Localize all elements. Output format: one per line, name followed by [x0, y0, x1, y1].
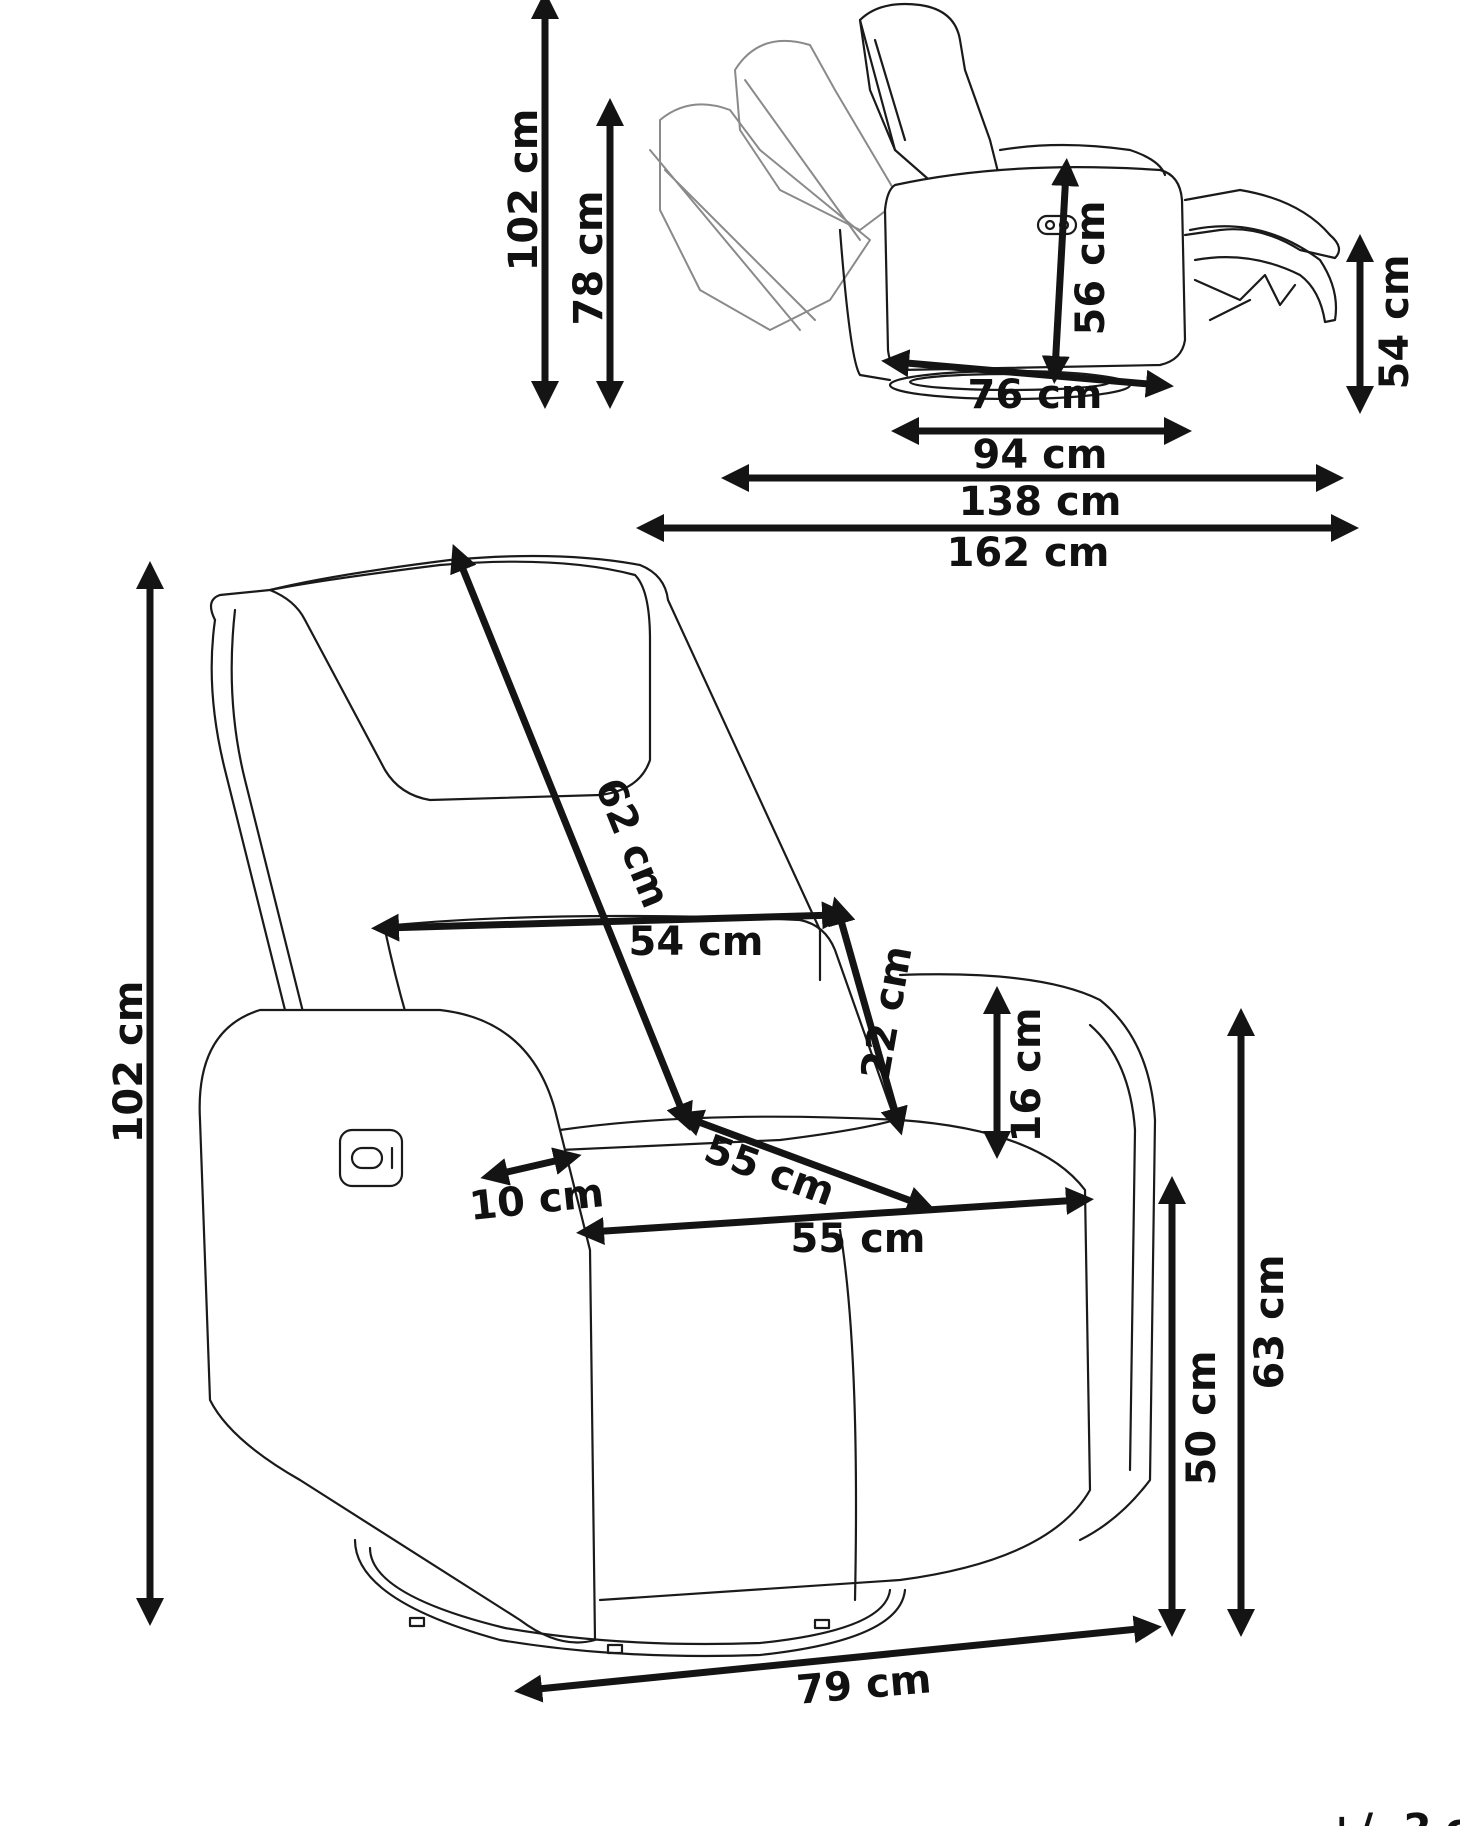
label-front-cushion-width: 54 cm — [629, 919, 764, 965]
label-tolerance-footnote: +/- 2 cm — [1325, 1806, 1460, 1826]
label-side-depth-base: 94 cm — [973, 432, 1108, 478]
label-front-height-total: 102 cm — [106, 981, 152, 1144]
arrow-front-arm-width — [480, 1147, 582, 1186]
label-front-seat-width: 55 cm — [791, 1216, 926, 1262]
label-front-overall-width: 79 cm — [795, 1656, 933, 1714]
label-side-depth-138: 138 cm — [959, 479, 1122, 525]
label-side-height-total: 102 cm — [501, 109, 547, 272]
arrow-side-depth-seat — [881, 349, 1174, 398]
label-side-depth-seat: 76 cm — [968, 372, 1103, 418]
label-side-depth-162: 162 cm — [947, 530, 1110, 576]
side-view-drawing — [649, 2, 1341, 401]
label-side-height-chair: 56 cm — [1068, 201, 1114, 336]
label-side-height-footrest: 54 cm — [1372, 255, 1418, 390]
label-side-height-back: 78 cm — [566, 191, 612, 326]
label-front-arm-height: 63 cm — [1247, 1255, 1293, 1390]
label-front-arm-above-seat: 16 cm — [1004, 1008, 1050, 1143]
arrow-side-height-chair — [1041, 158, 1080, 384]
dimension-labels: 102 cm 78 cm 56 cm 54 cm 76 cm 94 cm 138… — [106, 109, 1460, 1826]
arrow-front-backrest — [450, 544, 693, 1131]
arrow-front-cushion-width — [371, 901, 850, 942]
arrow-front-seat-width — [576, 1186, 1094, 1246]
label-front-seat-height: 50 cm — [1179, 1351, 1225, 1486]
label-front-cushion-height: 22 cm — [853, 942, 922, 1083]
dimension-arrows — [136, 0, 1374, 1703]
arrow-front-cushion-height — [828, 896, 908, 1136]
arrow-front-overall-width — [514, 1615, 1162, 1703]
label-front-backrest: 62 cm — [585, 772, 678, 914]
